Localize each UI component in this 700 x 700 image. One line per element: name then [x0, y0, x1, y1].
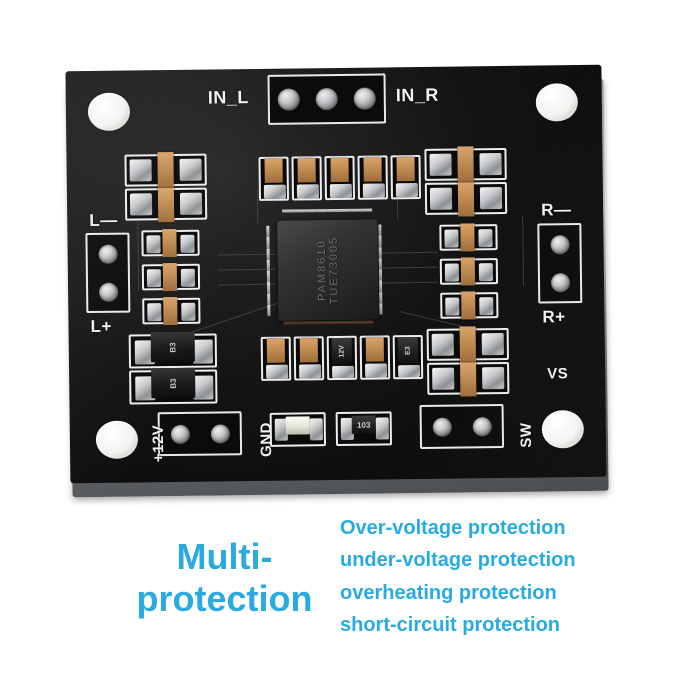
ic-marking-line1: PAM8610	[315, 239, 329, 302]
silkscreen-label-l-plus: L+	[90, 316, 112, 337]
mounting-hole-top-left	[87, 92, 131, 132]
silkscreen-label-vs: VS	[547, 365, 569, 383]
power-pad-gnd[interactable]	[210, 423, 230, 444]
silkscreen-label-sw: SW	[517, 422, 536, 448]
capacitor-right-3	[461, 291, 476, 320]
power-led	[285, 416, 310, 435]
right-output-pad-minus[interactable]	[549, 234, 570, 254]
silkscreen-label-12v: +12V	[149, 424, 168, 463]
feature-item-under-voltage: under-voltage protection	[340, 549, 576, 572]
silkscreen-label-in-l: IN_L	[207, 87, 249, 108]
inductor-right-2	[457, 182, 475, 217]
power-input-header[interactable]	[157, 411, 243, 457]
silkscreen-label-r-minus: R—	[541, 200, 572, 220]
left-speaker-output-header[interactable]	[85, 232, 131, 314]
pcb-trace	[379, 266, 438, 269]
diode-b3-upper: B3	[150, 331, 195, 363]
input-pad-right[interactable]	[353, 87, 376, 110]
ic-pins-left	[266, 225, 271, 316]
feature-list: Over-voltage protection under-voltage pr…	[340, 512, 576, 642]
silkscreen-label-l-minus: L—	[89, 210, 118, 231]
capacitor-right-2	[460, 257, 476, 286]
left-output-pad-minus[interactable]	[98, 244, 118, 264]
inductor-right-4	[460, 362, 477, 397]
capacitor-bottom-2	[299, 338, 318, 363]
right-output-pad-plus[interactable]	[550, 272, 570, 292]
switch-pad-1[interactable]	[432, 417, 452, 437]
smd-resistor-e3: E3	[397, 337, 419, 364]
capacitor-top-5	[396, 157, 415, 182]
capacitor-top-3	[330, 157, 349, 183]
power-pad-12v[interactable]	[170, 424, 190, 444]
left-output-pad-plus[interactable]	[98, 282, 118, 302]
ic-pins-bottom	[283, 320, 374, 325]
ic-pins-top	[282, 208, 373, 213]
pcb-trace	[137, 220, 140, 291]
right-speaker-output-header[interactable]	[537, 223, 583, 304]
input-pad-left[interactable]	[277, 88, 300, 111]
switch-header[interactable]	[419, 403, 505, 450]
smd-label: 12V	[338, 344, 346, 358]
feature-item-short-circuit: short-circuit protection	[340, 614, 561, 637]
headline-line-1: Multi-	[176, 536, 273, 577]
capacitor-top-4	[363, 157, 382, 182]
silkscreen-label-in-r: IN_R	[395, 84, 439, 106]
pcb-trace	[522, 215, 525, 286]
capacitor-left-3	[163, 296, 178, 326]
diode-label: B3	[168, 341, 178, 353]
feature-item-overheating: overheating protection	[340, 581, 557, 604]
diode-b3-lower: B3	[151, 367, 196, 399]
diode-label: B3	[168, 377, 178, 389]
pcb-board-photo: IN_L IN_R L— L+ R— R+ VS +12V GND SW	[65, 64, 610, 498]
mounting-hole-top-right	[535, 83, 579, 122]
mounting-hole-bottom-left	[95, 420, 139, 459]
ic-pins-right	[378, 224, 383, 315]
ic-marking-line2: TUE73005	[327, 235, 341, 305]
inductor-right-3	[459, 326, 477, 363]
main-ic-pam8610: PAM8610 TUE73005	[277, 219, 379, 321]
capacitor-left-1	[162, 228, 177, 258]
capacitor-top-2	[297, 158, 316, 183]
inductor-left-1	[157, 152, 174, 189]
capacitor-top-1	[264, 158, 283, 183]
pcb-trace	[190, 302, 279, 333]
capacitor-bottom-4	[365, 337, 384, 362]
feature-item-over-voltage: Over-voltage protection	[340, 517, 566, 539]
pcb-trace	[380, 281, 439, 284]
smd-resistor-12v: 12V	[331, 337, 353, 365]
marketing-headline: Multi- protection	[112, 536, 337, 620]
inductor-right-1	[457, 146, 474, 183]
pcb-surface: IN_L IN_R L— L+ R— R+ VS +12V GND SW	[65, 64, 607, 484]
switch-pad-2[interactable]	[472, 416, 492, 436]
headline-line-2: protection	[136, 577, 313, 619]
mounting-hole-bottom-right	[541, 410, 585, 449]
capacitor-bottom-1	[266, 338, 285, 363]
smd-resistor-103: 103	[351, 415, 376, 434]
smd-label: E3	[404, 345, 412, 355]
silkscreen-label-r-plus: R+	[542, 307, 566, 327]
smd-label: 103	[357, 420, 371, 430]
capacitor-left-2	[162, 262, 178, 292]
ic-marking: PAM8610 TUE73005	[277, 220, 378, 321]
input-pad-ground[interactable]	[315, 87, 338, 111]
inductor-left-2	[157, 187, 175, 223]
capacitor-right-1	[460, 223, 475, 252]
input-header-connector[interactable]	[267, 73, 387, 125]
pcb-trace	[379, 251, 438, 254]
